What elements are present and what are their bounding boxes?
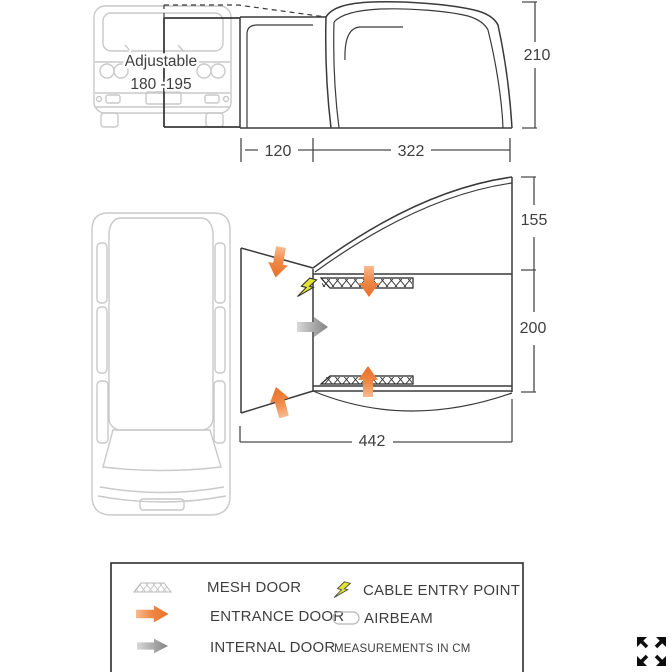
entrance-door-arrow-tunnel-bottom xyxy=(266,384,294,420)
adjustable-label: Adjustable xyxy=(125,53,197,70)
legend-internal-door-label: INTERNAL DOOR xyxy=(210,639,335,656)
tunnel-cross-section-outline xyxy=(163,17,240,128)
tunnel-depth-value: 120 xyxy=(265,143,292,160)
legend-item-cable-entry: CABLE ENTRY POINT xyxy=(333,579,520,601)
van-top-view xyxy=(91,212,231,516)
entrance-door-arrow-icon xyxy=(136,605,169,623)
dimension-width-brackets: 155 200 xyxy=(517,176,550,393)
legend-item-mesh-door: MESH DOOR xyxy=(132,579,301,596)
entrance-door-arrow-tunnel-top xyxy=(265,245,291,280)
dimension-height-210: 210 xyxy=(521,1,553,129)
legend-item-internal-door: INTERNAL DOOR xyxy=(137,638,335,656)
fullscreen-button[interactable] xyxy=(637,637,666,666)
legend-item-entrance-door: ENTRANCE DOOR xyxy=(136,605,344,625)
measurements-note: MEASUREMENTS IN CM xyxy=(334,643,471,655)
total-length-value: 442 xyxy=(359,433,386,450)
legend: MESH DOOR ENTRANCE DOOR INTERNAL DOOR CA… xyxy=(110,562,524,672)
cable-entry-point-legend-icon xyxy=(333,579,351,601)
legend-airbeam-label: AIRBEAM xyxy=(364,610,433,627)
adjustable-range-label: 180 -195 xyxy=(130,76,191,93)
legend-mesh-door-label: MESH DOOR xyxy=(207,579,301,596)
legend-item-airbeam: AIRBEAM xyxy=(332,610,433,627)
legend-cable-entry-label: CABLE ENTRY POINT xyxy=(363,582,520,599)
legend-entrance-door-label: ENTRANCE DOOR xyxy=(210,608,344,625)
dimension-total-length: 442 xyxy=(239,399,513,453)
porch-width-value: 155 xyxy=(521,212,548,229)
internal-door-arrow-icon xyxy=(137,638,168,654)
legend-box xyxy=(110,562,524,672)
airbeam-pill-icon xyxy=(332,611,360,625)
mesh-door-swatch-icon xyxy=(132,582,173,593)
awning-depth-value: 322 xyxy=(398,143,425,160)
main-width-value: 200 xyxy=(520,320,547,337)
expand-arrows-icon xyxy=(637,637,666,666)
height-value: 210 xyxy=(524,47,551,64)
dimension-depth-row: 120 322 xyxy=(240,138,511,163)
awning-side-profile xyxy=(239,1,513,129)
adjustable-leader-dashed-line xyxy=(163,4,327,18)
